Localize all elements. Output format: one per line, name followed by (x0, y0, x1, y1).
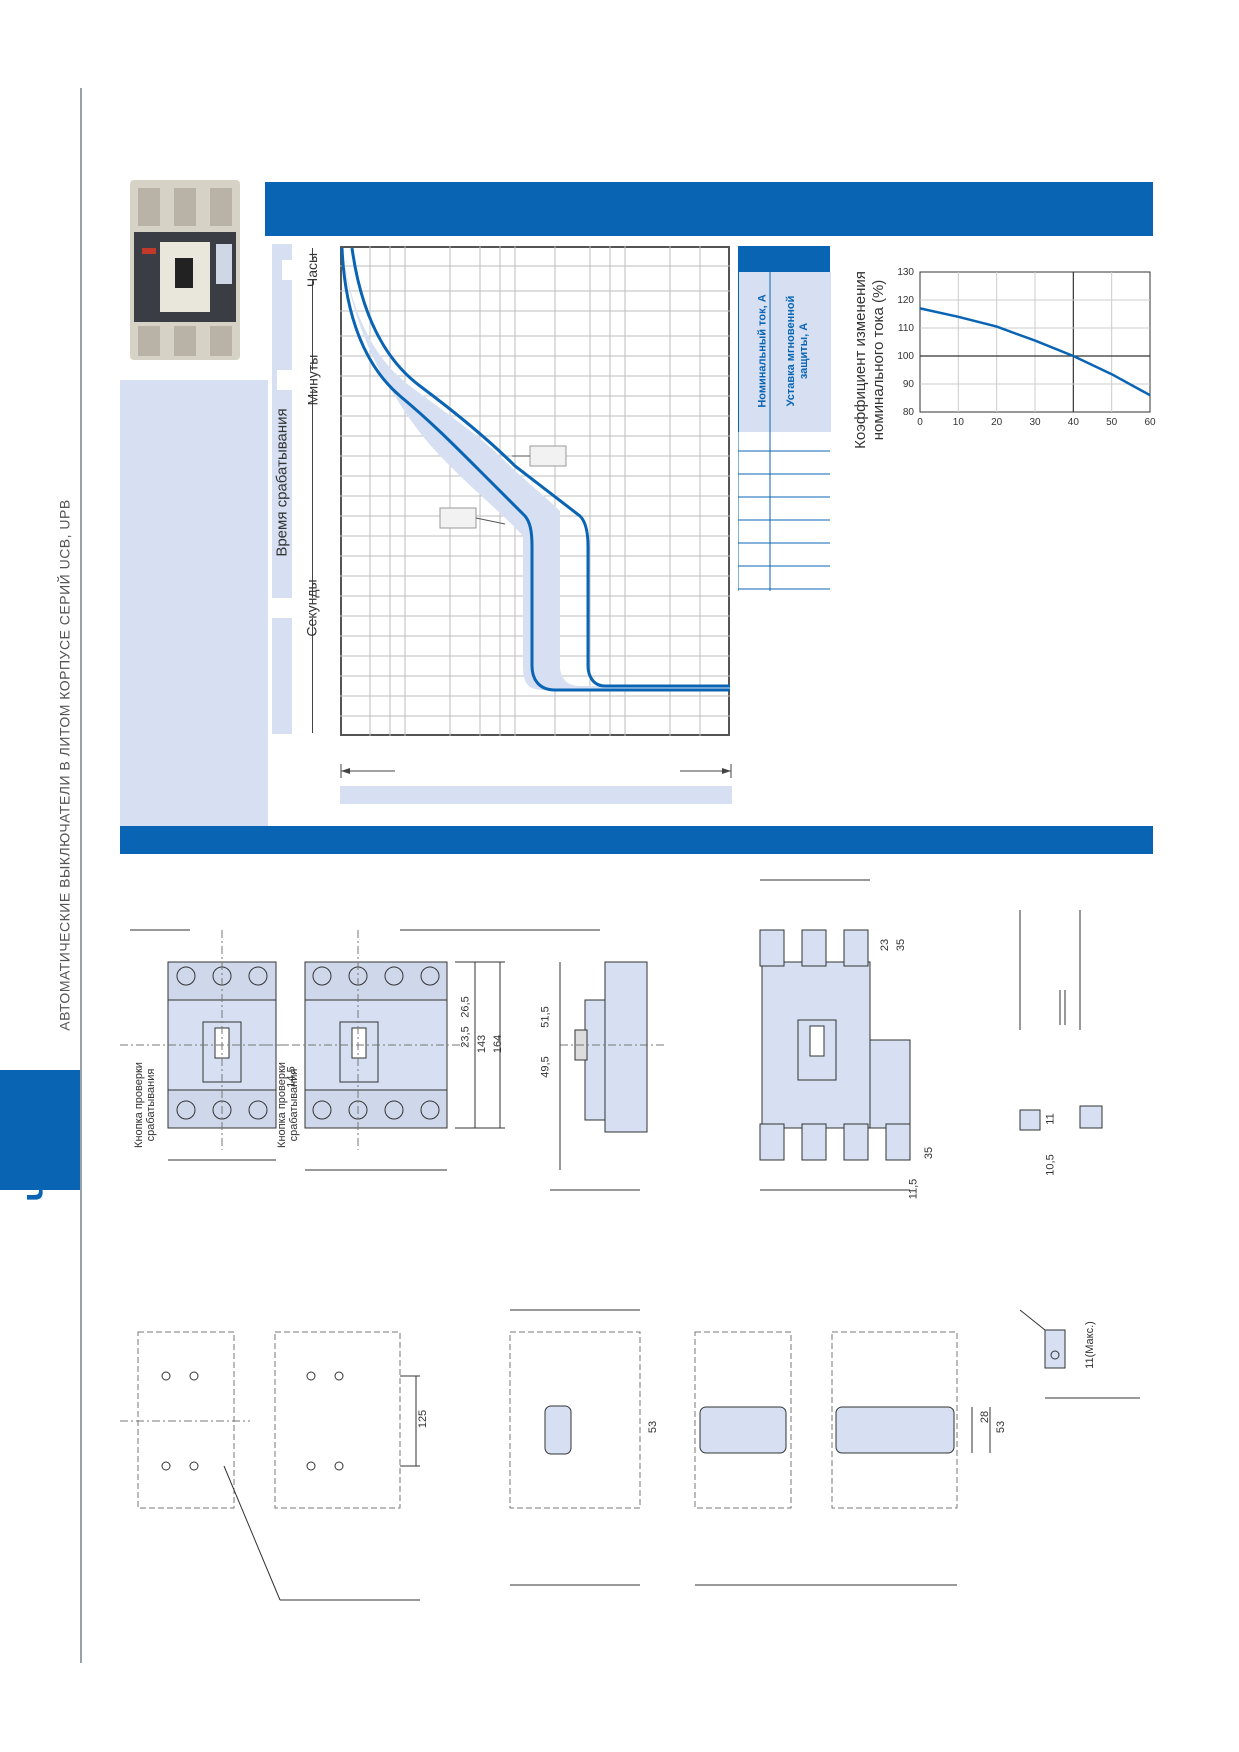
dim-10-5: 10,5 (1044, 1154, 1057, 1176)
technical-drawings (120, 870, 1160, 1650)
range-hours: Часы (282, 253, 342, 287)
brand-tab (0, 1070, 80, 1190)
range-minutes: Минуты (277, 355, 347, 405)
dim-53-a: 53 (647, 1420, 659, 1434)
cutout-front-3p (694, 1331, 792, 1509)
test-button-label-2: Кнопка проверки срабатывания (276, 1062, 300, 1148)
brand-logo-text: ЧЭАЗ (20, 1099, 59, 1201)
x-tick-label: 60 (1144, 417, 1156, 428)
cutout-drilling-3p (120, 1331, 250, 1509)
cutout-handle (509, 1309, 641, 1586)
dim-164: 164 (491, 1034, 504, 1054)
left-rule (80, 88, 82, 1663)
breaker-extended (759, 879, 911, 1191)
header-band-top (265, 182, 1153, 236)
range-seconds: Секунды (272, 579, 352, 637)
y-tick-label: 110 (898, 323, 914, 334)
trip-band-fill (342, 248, 730, 690)
dim-35-bottom: 35 (923, 1146, 935, 1160)
x-tick-label: 0 (917, 417, 923, 428)
y-tick-label: 80 (903, 407, 915, 418)
y-tick-label: 90 (903, 379, 915, 390)
dim-11: 11 (1044, 1113, 1057, 1125)
breaker-front-4p (168, 930, 505, 1171)
product-photo (120, 180, 250, 360)
dim-125: 125 (416, 1409, 429, 1429)
breaker-side (400, 929, 665, 1191)
x-tick-label: 20 (991, 417, 1003, 428)
header-band-middle (120, 826, 1153, 854)
detail-bolt (1019, 1309, 1140, 1399)
rating-table-top (738, 246, 830, 272)
range-axis (312, 248, 313, 733)
y-tick-label: 100 (897, 351, 914, 362)
dim-26-5: 26,5 (459, 996, 472, 1018)
dim-53-b: 53 (995, 1420, 1007, 1434)
dim-11-5: 11,5 (907, 1178, 919, 1200)
trip-x-arrow (340, 764, 732, 778)
x-tick-label: 10 (953, 417, 965, 428)
test-button-label-1: Кнопка проверки срабатывания (133, 1062, 157, 1148)
dim-51-5: 51,5 (539, 1006, 552, 1028)
dim-14-5: 14,5 (285, 1066, 298, 1088)
trip-curve-chart (340, 246, 730, 736)
dim-35-top: 35 (895, 938, 907, 952)
trip-curve-lower (340, 247, 730, 692)
detail-terminal (1019, 910, 1103, 1131)
cutout-drilling-4p (223, 1331, 420, 1601)
x-tick-label: 40 (1068, 417, 1080, 428)
y-tick-label: 130 (897, 267, 914, 278)
brand-logo: ЧЭАЗ (0, 1099, 100, 1201)
derating-chart: 0 10 20 30 40 50 60 80 90 100 110 120 130 (880, 262, 1160, 437)
info-panel (120, 380, 268, 827)
dim-11-max: 11(Макс.) (1084, 1321, 1096, 1369)
y-tick-label: 120 (897, 295, 914, 306)
dim-49-5: 49,5 (539, 1056, 552, 1078)
x-tick-label: 50 (1106, 417, 1118, 428)
cutout-front-4p (695, 1331, 991, 1586)
trip-curve-upper (350, 247, 730, 688)
trip-xlabel-band (340, 786, 732, 804)
rating-table: Номинальный ток, А Уставка мгновенной за… (738, 246, 831, 591)
x-tick-label: 30 (1029, 417, 1041, 428)
